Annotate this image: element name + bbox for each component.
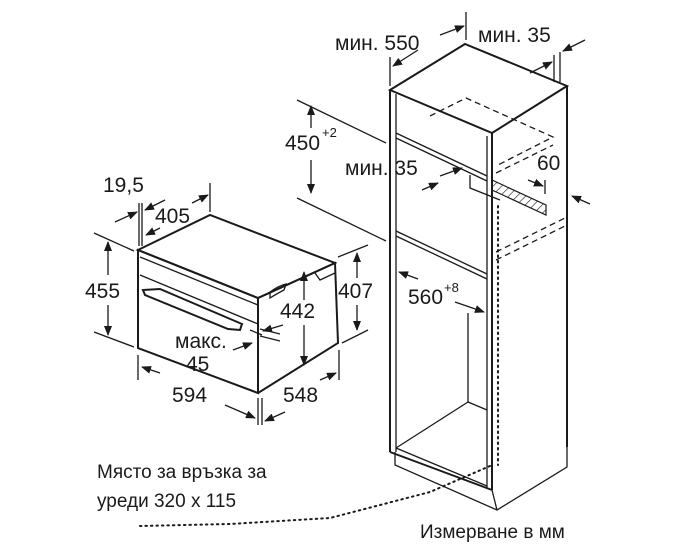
- front-offset-label: 19,5: [103, 174, 144, 197]
- vent-depth-label: 60: [537, 152, 560, 175]
- niche-height-tolerance: +2: [322, 125, 337, 140]
- cabinet-dimensions: [296, 12, 591, 313]
- units-note: Измерване в мм: [420, 522, 565, 543]
- connection-note-line2: уреди 320 x 115: [97, 491, 236, 512]
- connection-note-line1: Място за връзка за: [97, 462, 267, 483]
- side-height-label: 407: [338, 280, 373, 303]
- min-back-gap-label: мин. 35: [478, 24, 551, 47]
- cabinet-drawing: [139, 42, 570, 527]
- ventilation-opening: [491, 179, 547, 216]
- top-depth-label: 405: [155, 205, 190, 228]
- min-depth-label: мин. 550: [335, 32, 419, 55]
- min-shelf-gap-label: мин. 35: [345, 157, 418, 180]
- front-height-label: 455: [85, 280, 120, 303]
- niche-height-label: 450: [285, 132, 320, 155]
- depth-label: 548: [283, 384, 318, 407]
- niche-width-tolerance: +8: [444, 280, 459, 295]
- door-max-label: макс.: [175, 330, 227, 353]
- oven-dimensions: [93, 183, 369, 425]
- width-label: 594: [172, 384, 207, 407]
- body-height-label: 442: [280, 300, 315, 323]
- niche-width-label: 560: [408, 286, 443, 309]
- oven-drawing: [135, 213, 340, 395]
- door-max-value: 45: [186, 353, 209, 376]
